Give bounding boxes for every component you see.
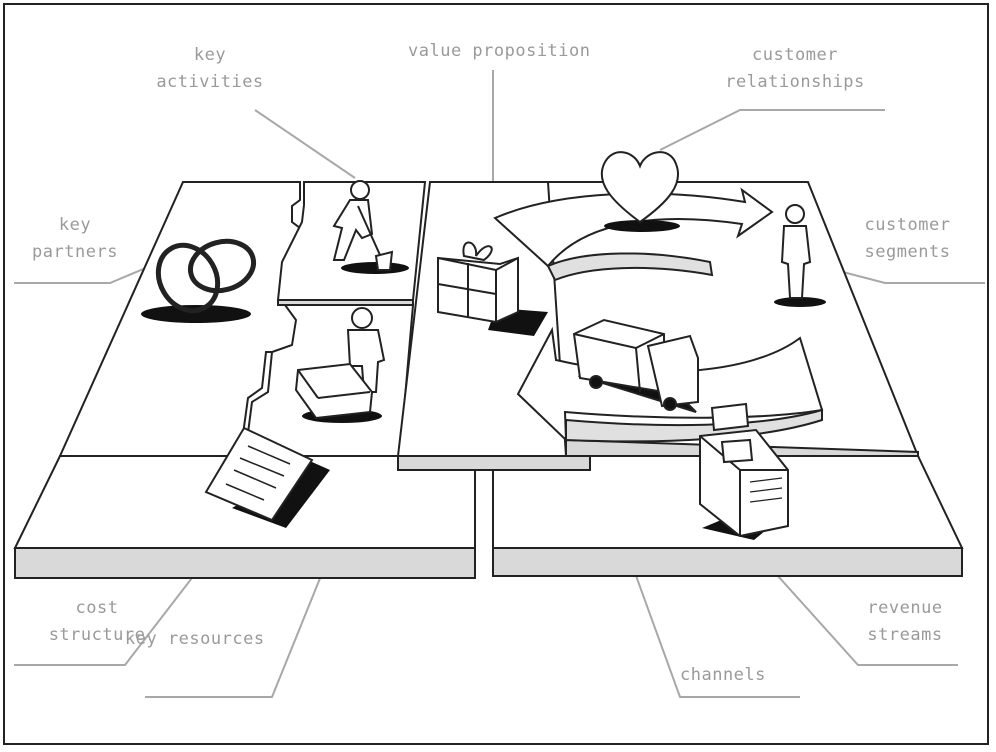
upper-arrow <box>493 187 774 268</box>
label-cost-structure-line2: structure <box>48 625 146 645</box>
label-customer-relationships: customer relationships <box>720 42 870 96</box>
label-revenue-streams: revenue streams <box>850 595 960 649</box>
person-standing-icon <box>774 204 826 307</box>
label-customer-segments-line1: customer <box>864 215 951 235</box>
label-customer-relationships-line1: customer <box>752 45 838 65</box>
label-channels: channels <box>680 665 766 685</box>
label-key-partners-line1: key <box>58 215 92 235</box>
heart-icon <box>600 151 680 232</box>
label-revenue-streams-line2: streams <box>867 625 943 645</box>
cash-register-icon <box>699 402 789 540</box>
delivery-truck-icon <box>572 318 699 413</box>
gift-box-icon <box>437 241 548 336</box>
cost-block-side <box>14 547 476 579</box>
leader-key-activities <box>254 109 356 179</box>
label-cost-structure-line1: cost <box>75 598 119 618</box>
bottom-blocks <box>13 455 964 579</box>
value-proposition-edge <box>397 455 591 471</box>
label-key-partners: key partners <box>20 212 130 266</box>
label-customer-segments-line2: segments <box>864 242 951 262</box>
leader-customer-relationships <box>659 109 885 151</box>
invoice-document-icon <box>204 426 330 528</box>
rings-icon <box>141 238 257 323</box>
label-key-resources: key resources <box>125 629 265 649</box>
label-customer-segments: customer segments <box>850 212 965 266</box>
label-value-proposition: value proposition <box>408 41 591 61</box>
label-revenue-streams-line1: revenue <box>867 598 943 618</box>
label-cost-structure: cost structure <box>22 595 172 649</box>
label-key-partners-line2: partners <box>32 242 118 262</box>
revenue-block-side <box>492 547 963 577</box>
person-digging-icon <box>332 180 409 274</box>
label-key-activities-line1: key <box>193 45 227 65</box>
label-key-activities-line2: activities <box>156 72 264 92</box>
label-customer-relationships-line2: relationships <box>725 72 865 92</box>
label-key-activities: key activities <box>150 42 270 96</box>
upper-arrow-underside <box>546 252 714 282</box>
leader-revenue-streams <box>759 555 958 666</box>
person-with-box-icon <box>294 307 386 423</box>
